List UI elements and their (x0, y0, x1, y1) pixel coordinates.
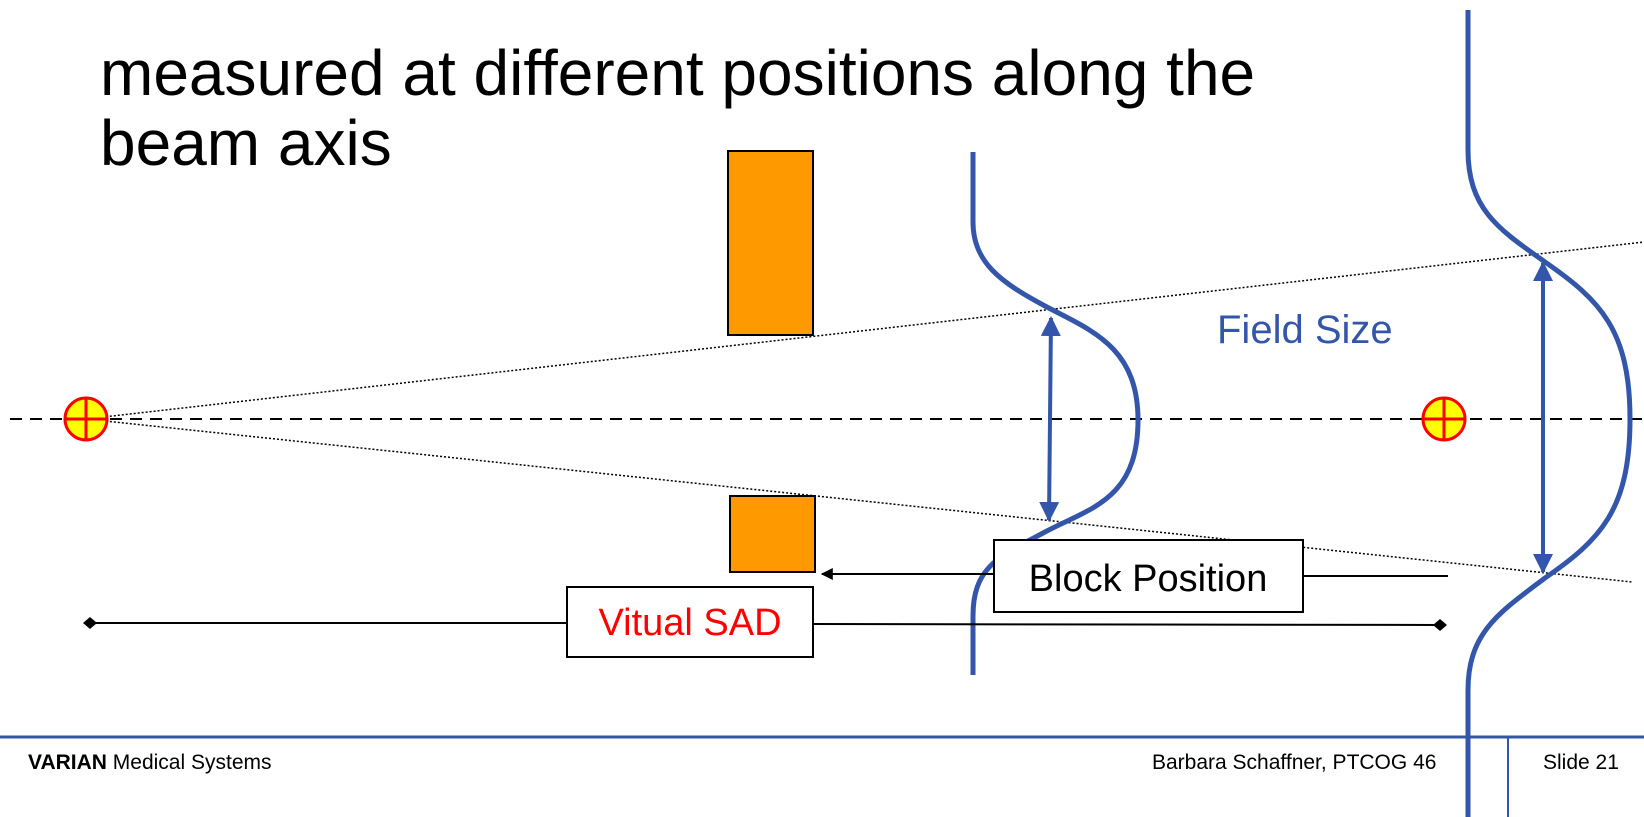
upper-block (727, 150, 814, 336)
slide-title-line-1: measured at different positions along th… (100, 37, 1256, 109)
reference-point-marker (1421, 396, 1467, 442)
field-edge-upper (85, 241, 1644, 420)
lower-block (729, 495, 816, 573)
virtual-sad-dimension-right (812, 623, 1441, 626)
footer-author: Barbara Schaffner, PTCOG 46 (1152, 751, 1437, 774)
beam-profile-curve-2 (1465, 10, 1633, 817)
virtual-sad-box (566, 586, 814, 658)
block-position-box (993, 539, 1304, 613)
field-size-arrow-near (1039, 316, 1061, 522)
virtual-sad-label: Vitual SAD (598, 602, 781, 644)
block-position-label: Block Position (1029, 558, 1268, 600)
field-size-label: Field Size (1217, 308, 1393, 352)
footer-company-brand: VARIAN (28, 751, 107, 774)
footer-slide-number: Slide 21 (1543, 751, 1619, 774)
virtual-source-marker (63, 396, 109, 442)
slide-title-line-2: beam axis (100, 107, 392, 179)
footer-company: VARIAN Medical Systems (28, 751, 272, 775)
virtual-sad-endpoint-left (83, 617, 97, 629)
virtual-sad-endpoint-right (1433, 619, 1447, 631)
footer-company-suffix: Medical Systems (106, 751, 272, 774)
field-edge-lower (85, 418, 1633, 583)
